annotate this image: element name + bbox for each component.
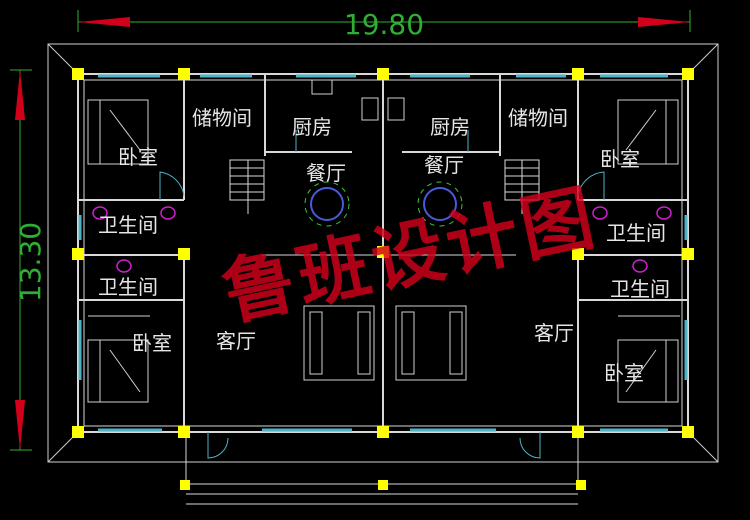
column <box>682 426 694 438</box>
room-labels: 卧室 储物间 厨房 厨房 储物间 卧室 餐厅 餐厅 卫生间 卫生间 卫生间 卫生… <box>98 106 670 385</box>
arrow-right-icon <box>638 17 690 27</box>
dimension-left: 13.30 <box>10 69 47 451</box>
windows <box>78 74 688 432</box>
label-bedroom-bottom-left: 卧室 <box>132 331 172 355</box>
label-bath-right-2: 卫生间 <box>610 277 670 301</box>
label-kitchen-right: 厨房 <box>430 115 470 139</box>
label-kitchen-left: 厨房 <box>292 115 332 139</box>
label-living-left: 客厅 <box>216 329 256 353</box>
column <box>572 426 584 438</box>
dining-table-right <box>417 181 463 227</box>
column <box>682 68 694 80</box>
bed-bottom-right <box>617 315 680 403</box>
arrow-left-icon <box>78 17 130 27</box>
label-bath-left-2: 卫生间 <box>98 275 158 299</box>
bed-top-right <box>617 99 679 165</box>
column <box>572 68 584 80</box>
column <box>178 248 190 260</box>
column <box>377 246 389 258</box>
label-storage-right: 储物间 <box>508 106 568 130</box>
column <box>377 426 389 438</box>
sofa-left <box>303 305 375 381</box>
label-dining-left: 餐厅 <box>306 161 346 185</box>
column <box>576 480 586 490</box>
width-dimension: 19.80 <box>344 8 424 41</box>
stair-left <box>229 159 265 214</box>
column <box>178 426 190 438</box>
label-bath-right-1: 卫生间 <box>606 221 666 245</box>
entrance-steps <box>185 431 579 505</box>
column <box>72 426 84 438</box>
column <box>72 68 84 80</box>
column <box>180 480 190 490</box>
column <box>178 68 190 80</box>
label-storage-left: 储物间 <box>192 106 252 130</box>
stair-right <box>504 159 540 214</box>
arrow-up-icon <box>15 70 25 120</box>
label-bath-left-1: 卫生间 <box>98 213 158 237</box>
kitchen-fixtures <box>311 79 405 121</box>
column <box>572 248 584 260</box>
bed-bottom-left <box>87 315 150 403</box>
column <box>682 248 694 260</box>
sofa-right <box>395 305 467 381</box>
label-bedroom-top-left: 卧室 <box>118 145 158 169</box>
columns <box>72 68 694 490</box>
bed-top-left <box>87 99 149 165</box>
column <box>72 248 84 260</box>
label-living-right: 客厅 <box>534 321 574 345</box>
bath-fixtures <box>92 206 672 273</box>
arrow-down-icon <box>15 400 25 450</box>
doors <box>159 130 605 370</box>
dimension-top: 19.80 <box>77 8 691 41</box>
height-dimension: 13.30 <box>14 222 47 302</box>
label-dining-right: 餐厅 <box>424 153 464 177</box>
column <box>378 480 388 490</box>
label-bedroom-top-right: 卧室 <box>600 147 640 171</box>
label-bedroom-bottom-right: 卧室 <box>604 361 644 385</box>
dining-table-left <box>304 181 350 227</box>
column <box>377 68 389 80</box>
